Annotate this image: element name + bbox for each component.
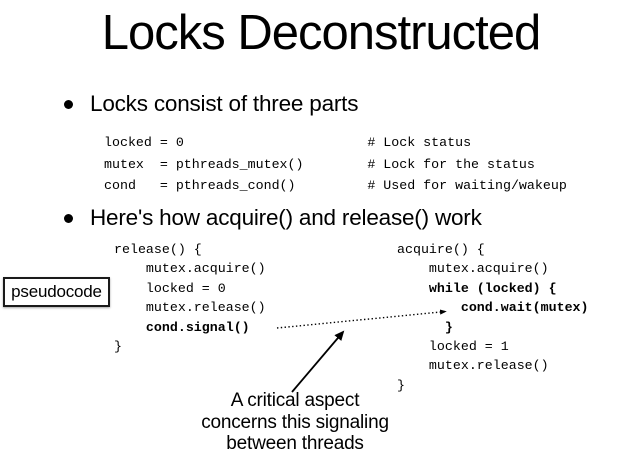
code-line-while: while (locked) { <box>397 280 557 296</box>
caption-line: between threads <box>226 433 364 454</box>
code-line-signal: cond.signal() <box>114 319 250 335</box>
code-line: release() { <box>114 242 202 257</box>
release-code-block: release() { mutex.acquire() locked = 0 m… <box>114 240 266 356</box>
code-line: mutex.acquire() <box>397 261 549 277</box>
slide-title: Locks Deconstructed <box>101 6 542 60</box>
code-line: mutex.release() <box>397 358 549 374</box>
code-line: mutex.acquire() <box>114 261 266 277</box>
code-line: } <box>114 339 122 355</box>
caption-pointer-arrow <box>291 330 345 393</box>
bullet-item-parts: Locks consist of three parts <box>64 91 358 117</box>
code-line: locked = 0 <box>114 280 226 296</box>
bullet-label: Here's how acquire() and release() work <box>90 205 482 230</box>
code-line: mutex = pthreads_mutex() # Lock for the … <box>104 156 535 172</box>
code-line: mutex.release() <box>114 300 266 316</box>
code-line: cond = pthreads_cond() # Used for waitin… <box>104 178 567 194</box>
code-line-wait: cond.wait(mutex) <box>397 300 589 316</box>
code-line: locked = 0 # Lock status <box>104 135 472 150</box>
bullet-label: Locks consist of three parts <box>90 91 359 116</box>
lock-parts-code-block: locked = 0 # Lock status mutex = pthreads… <box>104 132 567 197</box>
bullet-icon <box>64 214 73 223</box>
code-line: acquire() { <box>397 242 485 257</box>
code-line: locked = 1 <box>397 339 509 355</box>
bullet-icon <box>64 100 73 109</box>
code-line: } <box>397 319 453 335</box>
caption-line: A critical aspect <box>230 390 360 411</box>
caption-line: concerns this signaling <box>201 411 389 433</box>
pseudocode-label-box: pseudocode <box>3 277 110 307</box>
caption-text: A critical aspect concerns this signalin… <box>170 390 420 455</box>
acquire-code-block: acquire() { mutex.acquire() while (locke… <box>397 240 589 395</box>
code-line: } <box>397 377 405 393</box>
bullet-item-acquire-release: Here's how acquire() and release() work <box>64 205 482 231</box>
pseudocode-label: pseudocode <box>11 282 102 301</box>
